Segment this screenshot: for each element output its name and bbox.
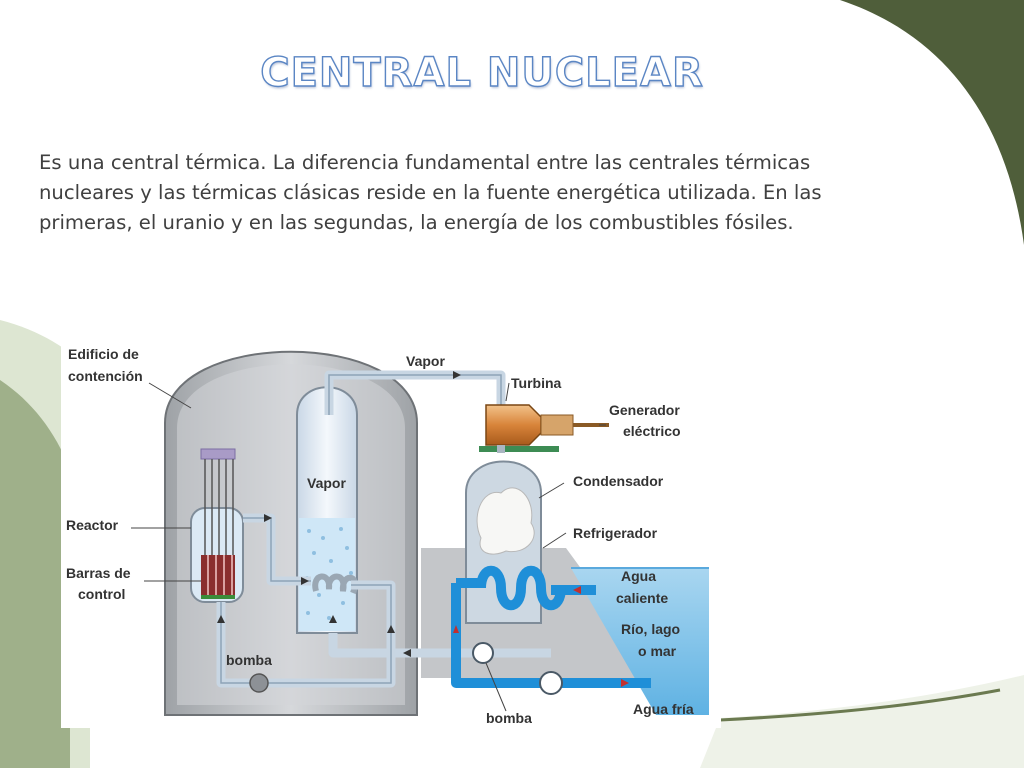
label-hot-water-1: Agua — [621, 568, 656, 584]
slide-body-text: Es una central térmica. La diferencia fu… — [39, 151, 822, 234]
label-rods-1: Barras de — [66, 565, 131, 581]
label-containment-2: contención — [68, 368, 143, 384]
label-hot-water-2: caliente — [616, 590, 668, 606]
label-rods-2: control — [78, 586, 125, 602]
turbine-base — [479, 446, 559, 452]
left-pump — [249, 673, 269, 693]
label-turbine: Turbina — [511, 375, 562, 391]
control-rod-lines — [204, 459, 234, 563]
label-source-1: Río, lago — [621, 621, 680, 637]
label-condenser: Condensador — [573, 473, 664, 489]
label-generator-1: Generador — [609, 402, 680, 418]
steam-generator-coil — [312, 573, 358, 595]
steam-bubbles — [305, 527, 353, 620]
label-cooler: Refrigerador — [573, 525, 658, 541]
control-rods — [201, 555, 235, 599]
water-body — [571, 568, 709, 715]
cooler-coil — [476, 565, 566, 611]
slide-title: CENTRAL NUCLEAR — [260, 49, 704, 96]
label-containment-1: Edificio de — [68, 346, 139, 362]
label-cold-water: Agua fría — [633, 701, 694, 717]
bottom-green-stroke — [719, 688, 1001, 722]
bottom-pump-right — [539, 671, 563, 695]
leader-lines — [131, 382, 606, 712]
bottom-pump-left — [472, 642, 494, 664]
flow-arrows — [217, 371, 461, 657]
left-green-swoosh-dark — [0, 380, 70, 768]
nuclear-plant-diagram: Edificio de contención Vapor Turbina Gen… — [61, 333, 721, 728]
bottom-green-swoosh — [700, 675, 1024, 768]
label-source-2: o mar — [638, 643, 677, 659]
turbine — [485, 404, 542, 446]
label-pump-left: bomba — [226, 652, 272, 668]
label-vapor-tank: Vapor — [307, 475, 346, 491]
label-pump-bottom: bomba — [486, 710, 532, 726]
label-reactor: Reactor — [66, 517, 119, 533]
label-generator-2: eléctrico — [623, 423, 681, 439]
label-vapor-top: Vapor — [406, 353, 445, 369]
top-right-green-swoosh — [840, 0, 1024, 245]
